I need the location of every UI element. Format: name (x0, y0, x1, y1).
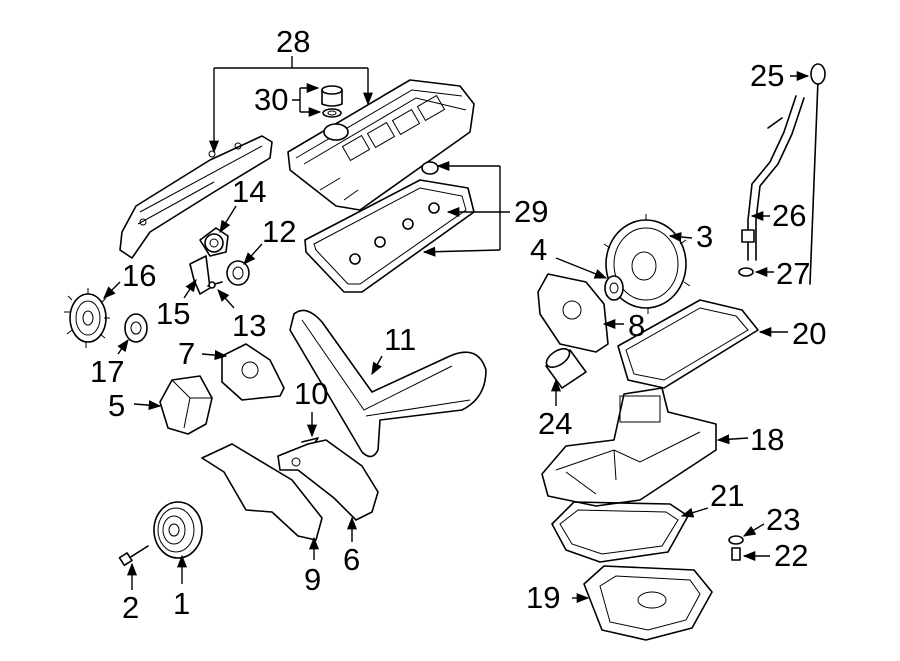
callout-8: 8 (628, 308, 645, 343)
flywheel (603, 214, 691, 314)
small-sprocket (124, 313, 148, 343)
callout-3: 3 (696, 219, 713, 254)
callout-16: 16 (122, 258, 156, 293)
callout-18: 18 (750, 422, 784, 457)
crankshaft-pulley (153, 501, 203, 559)
callout-19: 19 (526, 580, 560, 615)
callout-20: 20 (792, 316, 826, 351)
callout-28: 28 (276, 24, 310, 59)
callout-29: 29 (514, 194, 548, 229)
callout-numbers: 1 2 3 4 5 6 7 8 9 10 11 12 13 14 15 16 1… (90, 24, 826, 625)
dipstick-assembly (738, 63, 826, 285)
tensioner-bracket (189, 255, 211, 295)
upper-oil-pan (541, 387, 717, 507)
callout-1: 1 (173, 586, 190, 621)
callout-24: 24 (538, 406, 572, 441)
valve-cover (287, 79, 475, 211)
callout-22: 22 (774, 538, 808, 573)
callout-9: 9 (304, 562, 321, 597)
crank-bolt (118, 545, 149, 567)
bolt-13 (207, 281, 223, 289)
valve-cover-gasket (304, 161, 475, 293)
leader-lines (103, 56, 810, 604)
callout-7: 7 (178, 336, 195, 371)
timing-guide-rail (119, 135, 273, 259)
oil-pan-gasket-lower (551, 501, 689, 563)
oil-filler-cap (321, 85, 343, 118)
adapter-plate (604, 275, 624, 301)
drain-plug (728, 535, 744, 561)
oil-filter (545, 348, 587, 389)
cover-5 (159, 375, 213, 435)
timing-cover-small (221, 343, 285, 401)
callout-2: 2 (122, 590, 139, 625)
callout-26: 26 (772, 198, 806, 233)
callout-27: 27 (776, 256, 810, 291)
camshaft-sprocket (64, 288, 110, 348)
chain-tensioner (199, 227, 229, 257)
callout-21: 21 (710, 478, 744, 513)
callout-15: 15 (156, 296, 190, 331)
callout-13: 13 (232, 308, 266, 343)
callout-14: 14 (232, 174, 266, 209)
timing-belt (289, 309, 487, 458)
callout-30: 30 (254, 82, 288, 117)
timing-cover-6 (277, 439, 379, 521)
lower-oil-pan (583, 565, 713, 641)
callout-12: 12 (262, 214, 296, 249)
callout-4: 4 (530, 232, 547, 267)
oil-pump-housing (537, 273, 609, 353)
timing-cover-rear (201, 443, 323, 541)
callout-17: 17 (90, 354, 124, 389)
oil-pan-gasket-upper (617, 299, 759, 389)
idler-pulley (226, 260, 250, 286)
callout-6: 6 (343, 542, 360, 577)
callout-10: 10 (294, 376, 328, 411)
callout-11: 11 (384, 322, 416, 357)
callout-23: 23 (766, 502, 800, 537)
callout-25: 25 (750, 58, 784, 93)
callout-5: 5 (108, 388, 125, 423)
